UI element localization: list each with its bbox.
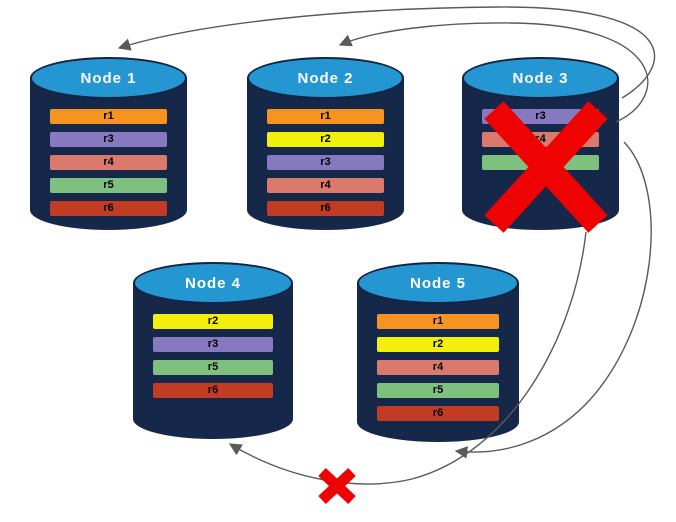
replica-bar-r6: r6 bbox=[377, 406, 499, 421]
node-title: Node 1 bbox=[80, 69, 137, 87]
node-1: Node 1 r1 r3 r4 r5 r6 bbox=[30, 57, 187, 230]
node-title: Node 2 bbox=[297, 69, 354, 87]
replica-bar-r1: r1 bbox=[50, 109, 167, 124]
replica-bar-r2: r2 bbox=[377, 337, 499, 352]
replica-bar-r4: r4 bbox=[377, 360, 499, 375]
replica-bar-r5: r5 bbox=[377, 383, 499, 398]
replica-bar-r5: r5 bbox=[482, 155, 599, 170]
replica-bar-r3: r3 bbox=[50, 132, 167, 147]
node-1-top-ellipse: Node 1 bbox=[30, 57, 187, 99]
replica-bar-r1: r1 bbox=[267, 109, 384, 124]
node-1-replica-bars: r1 r3 r4 r5 r6 bbox=[50, 109, 167, 216]
node-5-top-ellipse: Node 5 bbox=[357, 262, 519, 304]
node-title: Node 5 bbox=[409, 274, 466, 292]
replica-bar-r1: r1 bbox=[377, 314, 499, 329]
replica-bar-r6: r6 bbox=[153, 383, 273, 398]
replica-bar-r2: r2 bbox=[267, 132, 384, 147]
node-5-replica-bars: r1 r2 r4 r5 r6 bbox=[377, 314, 499, 421]
node-5: Node 5 r1 r2 r4 r5 r6 bbox=[357, 262, 519, 442]
replica-bar-r3: r3 bbox=[153, 337, 273, 352]
node-3-replica-bars: r3 r4 r5 bbox=[482, 109, 599, 170]
replica-bar-r5: r5 bbox=[50, 178, 167, 193]
node-3: Node 3 r3 r4 r5 bbox=[462, 57, 619, 230]
replica-bar-r6: r6 bbox=[50, 201, 167, 216]
node-2-top-ellipse: Node 2 bbox=[247, 57, 404, 99]
replica-bar-r5: r5 bbox=[153, 360, 273, 375]
node-3-top-ellipse: Node 3 bbox=[462, 57, 619, 99]
node-4-replica-bars: r2 r3 r5 r6 bbox=[153, 314, 273, 398]
replica-bar-r2: r2 bbox=[153, 314, 273, 329]
replica-bar-r4: r4 bbox=[267, 178, 384, 193]
replica-bar-r6: r6 bbox=[267, 201, 384, 216]
replica-bar-r3: r3 bbox=[482, 109, 599, 124]
node-4: Node 4 r2 r3 r5 r6 bbox=[133, 262, 293, 439]
node-2: Node 2 r1 r2 r3 r4 r6 bbox=[247, 57, 404, 230]
node-title: Node 3 bbox=[512, 69, 569, 87]
node-2-replica-bars: r1 r2 r3 r4 r6 bbox=[267, 109, 384, 216]
replica-bar-r4: r4 bbox=[50, 155, 167, 170]
node-4-top-ellipse: Node 4 bbox=[133, 262, 293, 304]
replica-bar-r3: r3 bbox=[267, 155, 384, 170]
replica-bar-r4: r4 bbox=[482, 132, 599, 147]
node-title: Node 4 bbox=[184, 274, 241, 292]
blocked-transfer-x-icon bbox=[318, 467, 356, 505]
